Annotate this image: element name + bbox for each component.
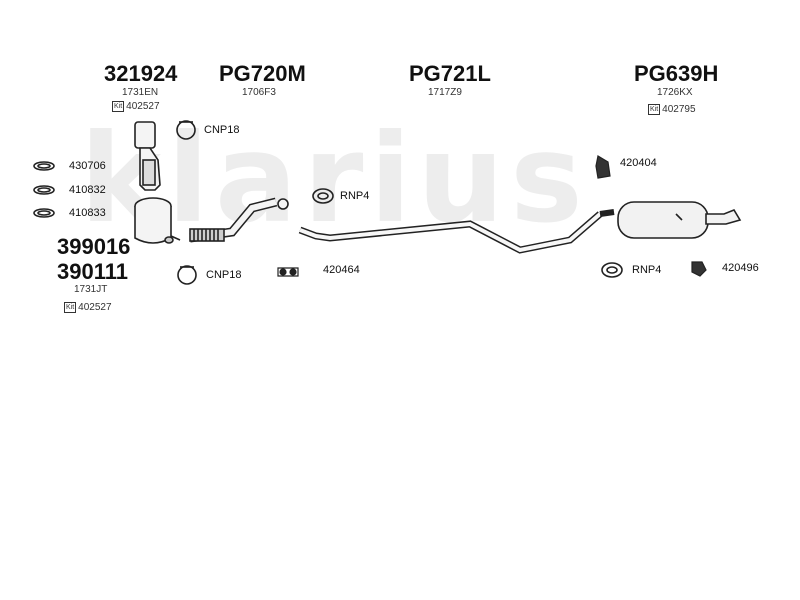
gasket-2-label: 410832 xyxy=(69,184,106,196)
rear-silencer-part-number: PG639H xyxy=(634,61,719,86)
mount-center-label: 420464 xyxy=(323,264,360,276)
kit-tag: Kit xyxy=(112,101,125,112)
gasket-410833-icon xyxy=(33,208,55,218)
dpf-part-number-a: 399016 xyxy=(57,234,131,259)
dpf-oe-code: 1731JT xyxy=(74,284,108,295)
ring-rear-label: RNP4 xyxy=(632,264,662,276)
kit-tag: Kit xyxy=(648,104,661,115)
kit-tag: Kit xyxy=(64,302,77,313)
cat-oe-code: 1731EN xyxy=(122,87,159,98)
cat-kit-number: 402527 xyxy=(126,101,160,112)
ring-rear-icon xyxy=(601,262,623,278)
rear-silencer-kit-number: 402795 xyxy=(662,104,696,115)
catalytic-converter-icon xyxy=(134,121,161,191)
center-pipe-part-number: PG721L xyxy=(409,61,491,86)
cat-kit: Kit 402527 xyxy=(112,101,160,112)
dpf-kit: Kit 402527 xyxy=(64,302,112,313)
clamp-bottom-label: CNP18 xyxy=(206,269,242,281)
front-pipe-icon xyxy=(189,197,289,243)
gasket-3-label: 410833 xyxy=(69,207,106,219)
cat-part-number: 321924 xyxy=(104,61,178,86)
mount-420496-icon xyxy=(691,261,707,277)
dpf-part-number-b: 390111 xyxy=(57,259,128,284)
ring-center-icon xyxy=(312,188,334,204)
mount-rear-bottom-label: 420496 xyxy=(722,262,759,274)
center-pipe-oe-code: 1717Z9 xyxy=(428,87,462,98)
front-pipe-part-number: PG720M xyxy=(219,61,306,86)
particulate-filter-icon xyxy=(134,197,181,244)
front-pipe-oe-code: 1706F3 xyxy=(242,87,276,98)
ring-center-label: RNP4 xyxy=(340,190,370,202)
mount-420404-icon xyxy=(595,155,611,179)
mount-rear-top-label: 420404 xyxy=(620,157,657,169)
rear-silencer-icon xyxy=(599,201,742,239)
gasket-410832-icon xyxy=(33,185,55,195)
gasket-430706-icon xyxy=(33,161,55,171)
rear-silencer-oe-code: 1726KX xyxy=(657,87,693,98)
clamp-bottom-icon xyxy=(177,265,197,285)
center-pipe-icon xyxy=(298,211,603,254)
mount-420464-icon xyxy=(277,267,299,277)
dpf-kit-number: 402527 xyxy=(78,302,112,313)
clamp-top-icon xyxy=(176,120,196,140)
rear-silencer-kit: Kit 402795 xyxy=(648,104,696,115)
clamp-top-label: CNP18 xyxy=(204,124,240,136)
gasket-1-label: 430706 xyxy=(69,160,106,172)
